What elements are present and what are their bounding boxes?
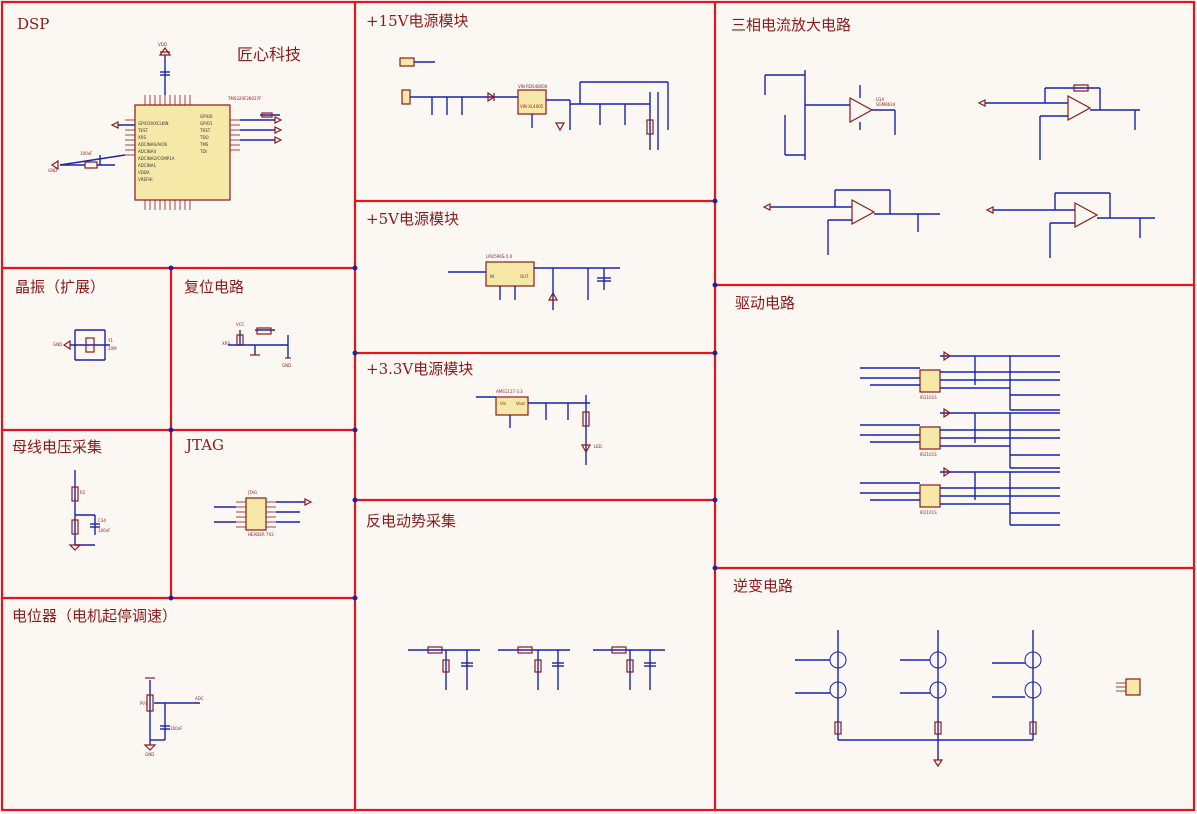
svg-text:IR2101S: IR2101S <box>920 510 937 515</box>
section-title-jtag: JTAG <box>186 436 225 454</box>
bus-voltage-circuit: R2 C34 100nF <box>68 470 111 551</box>
psu-5v: LM2596S-5.0 IN OUT <box>448 254 620 310</box>
junction-dots <box>168 198 718 601</box>
svg-text:VIN XL4005: VIN XL4005 <box>520 104 544 109</box>
bemf-circuits <box>408 646 665 690</box>
svg-text:VDDA: VDDA <box>138 170 150 175</box>
svg-text:GPIO19/XCLKIN: GPIO19/XCLKIN <box>138 121 169 126</box>
driver-circuits: IR2101S IR2101S IR2101S <box>860 350 1060 526</box>
svg-text:ADCINA1: ADCINA1 <box>138 163 157 168</box>
section-title-bus-voltage: 母线电压采集 <box>12 438 103 456</box>
svg-text:100nF: 100nF <box>80 151 93 156</box>
svg-text:R2: R2 <box>80 490 86 495</box>
current-amp-circuits: U1A SGM8634 <box>762 70 1155 258</box>
svg-text:100nF: 100nF <box>170 726 183 731</box>
svg-text:TDI: TDI <box>199 149 207 154</box>
svg-text:GPIO0: GPIO0 <box>200 114 213 119</box>
svg-text:ADCINA6/AIO6: ADCINA6/AIO6 <box>138 142 167 147</box>
svg-text:ADCINA4: ADCINA4 <box>138 149 157 154</box>
reset-circuit: VCC XRS GND <box>222 322 291 368</box>
svg-text:SGM8634: SGM8634 <box>876 102 896 107</box>
brand-label: 匠心科技 <box>237 45 302 64</box>
svg-text:IR2101S: IR2101S <box>920 452 937 457</box>
svg-text:AMS1117-3.3: AMS1117-3.3 <box>496 389 523 394</box>
svg-text:TMS: TMS <box>199 142 209 147</box>
svg-text:Y1: Y1 <box>107 338 113 343</box>
svg-text:LM2596S-5.0: LM2596S-5.0 <box>486 254 513 259</box>
svg-text:100nF: 100nF <box>98 528 111 533</box>
jtag-connector: JTAG HEADER 7X2 <box>214 490 313 537</box>
svg-text:VREFHI: VREFHI <box>138 177 153 182</box>
svg-text:VDD: VDD <box>158 42 167 47</box>
svg-text:GND: GND <box>48 168 57 173</box>
section-title-crystal: 晶振（扩展） <box>15 278 106 296</box>
section-title-dsp: DSP <box>17 15 50 33</box>
potentiometer-circuit: PV1 100nF ADC GND <box>140 677 204 757</box>
crystal-circuit: GND Y1 20M <box>53 329 117 361</box>
svg-text:IN: IN <box>490 274 494 279</box>
section-title-5v: +5V电源模块 <box>366 210 459 228</box>
svg-text:U1A: U1A <box>876 97 884 102</box>
svg-text:GND: GND <box>53 342 62 347</box>
svg-text:HEADER 7X2: HEADER 7X2 <box>248 532 274 537</box>
svg-text:ADC: ADC <box>195 696 204 701</box>
svg-text:Vin: Vin <box>500 401 507 406</box>
section-title-15v: +15V电源模块 <box>366 12 469 30</box>
svg-text:GND: GND <box>282 363 291 368</box>
svg-text:JTAG: JTAG <box>247 490 257 495</box>
dsp-chip: TMS320F28027F GPIO19/XCLKIN TEST XRS ADC… <box>48 42 283 210</box>
section-title-3v3: +3.3V电源模块 <box>366 360 474 378</box>
svg-text:ADCINA2/COMP1A: ADCINA2/COMP1A <box>138 156 175 161</box>
section-title-current-amp: 三相电流放大电路 <box>731 16 852 34</box>
svg-text:TEST: TEST <box>137 128 149 133</box>
svg-text:VIN RDS48000: VIN RDS48000 <box>518 84 548 89</box>
svg-text:VCC: VCC <box>236 322 245 327</box>
section-title-potentiometer: 电位器（电机起停调速） <box>12 607 178 625</box>
svg-text:OUT: OUT <box>520 274 529 279</box>
section-title-reset: 复位电路 <box>184 278 245 296</box>
svg-text:PV1: PV1 <box>140 701 148 706</box>
section-title-driver: 驱动电路 <box>735 294 796 312</box>
svg-text:20M: 20M <box>108 346 117 351</box>
section-title-bemf: 反电动势采集 <box>366 512 457 530</box>
svg-text:GPIO1: GPIO1 <box>200 121 213 126</box>
svg-text:IR2101S: IR2101S <box>920 395 937 400</box>
svg-text:TMS320F28027F: TMS320F28027F <box>227 96 262 101</box>
inverter-circuits <box>795 630 1141 768</box>
svg-text:TRST: TRST <box>199 128 211 133</box>
psu-3v3: AMS1117-3.3 Vin Vout LED <box>476 389 602 465</box>
svg-text:TDO: TDO <box>199 135 209 140</box>
svg-text:Vout: Vout <box>516 401 525 406</box>
svg-text:XRS: XRS <box>222 341 231 346</box>
svg-text:XRS: XRS <box>138 135 147 140</box>
section-title-inverter: 逆变电路 <box>733 577 794 595</box>
psu-15v: VIN RDS48000 VIN XL4005 <box>399 57 669 150</box>
svg-text:GND: GND <box>145 752 154 757</box>
svg-text:C34: C34 <box>98 518 106 523</box>
svg-text:LED: LED <box>594 444 602 449</box>
